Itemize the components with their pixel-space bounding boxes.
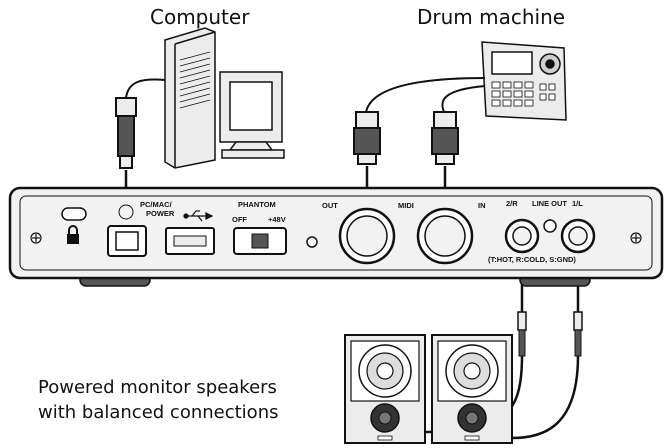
midi-out-port[interactable]	[338, 207, 396, 265]
screw-icon	[30, 232, 642, 244]
pc-mac-power-label-2: POWER	[146, 209, 175, 218]
lock-icon	[67, 225, 79, 244]
pinout-label: (T:HOT, R:COLD, S:GND)	[488, 255, 576, 264]
monitor-speakers	[344, 334, 513, 444]
drum-machine-illustration	[481, 41, 567, 121]
line-2r-label: 2/R	[506, 199, 518, 208]
line-1l-label: 1/L	[572, 199, 583, 208]
drum-machine-label: Drum machine	[417, 5, 565, 29]
rear-panel: PC/MAC/ POWER PHANTOM OFF +48V OUT MIDI …	[8, 186, 664, 287]
midi-in-label: IN	[478, 201, 486, 210]
speaker-right	[431, 334, 513, 444]
line-out-label: LINE OUT	[532, 199, 567, 208]
computer-label: Computer	[150, 5, 250, 29]
usb-cable	[115, 78, 166, 169]
line-out-2r-jack[interactable]	[504, 218, 540, 254]
speaker-left	[344, 334, 426, 444]
speakers-caption-line-2: with balanced connections	[38, 402, 278, 423]
phantom-off-label: OFF	[232, 215, 247, 224]
line-out-center-screw	[543, 219, 557, 233]
usb-icon	[183, 210, 214, 222]
computer-illustration	[164, 27, 285, 169]
midi-out-label: OUT	[322, 201, 338, 210]
line-out-1l-jack[interactable]	[560, 218, 596, 254]
phantom-label: PHANTOM	[238, 200, 276, 209]
phantom-led	[306, 236, 318, 248]
phantom-48v-label: +48V	[268, 215, 286, 224]
midi-label: MIDI	[398, 201, 414, 210]
speakers-caption-line-1: Powered monitor speakers	[38, 377, 277, 398]
midi-cables	[353, 77, 486, 165]
security-slot	[61, 207, 87, 221]
midi-in-port[interactable]	[416, 207, 474, 265]
pc-mac-power-label-1: PC/MAC/	[140, 200, 173, 209]
